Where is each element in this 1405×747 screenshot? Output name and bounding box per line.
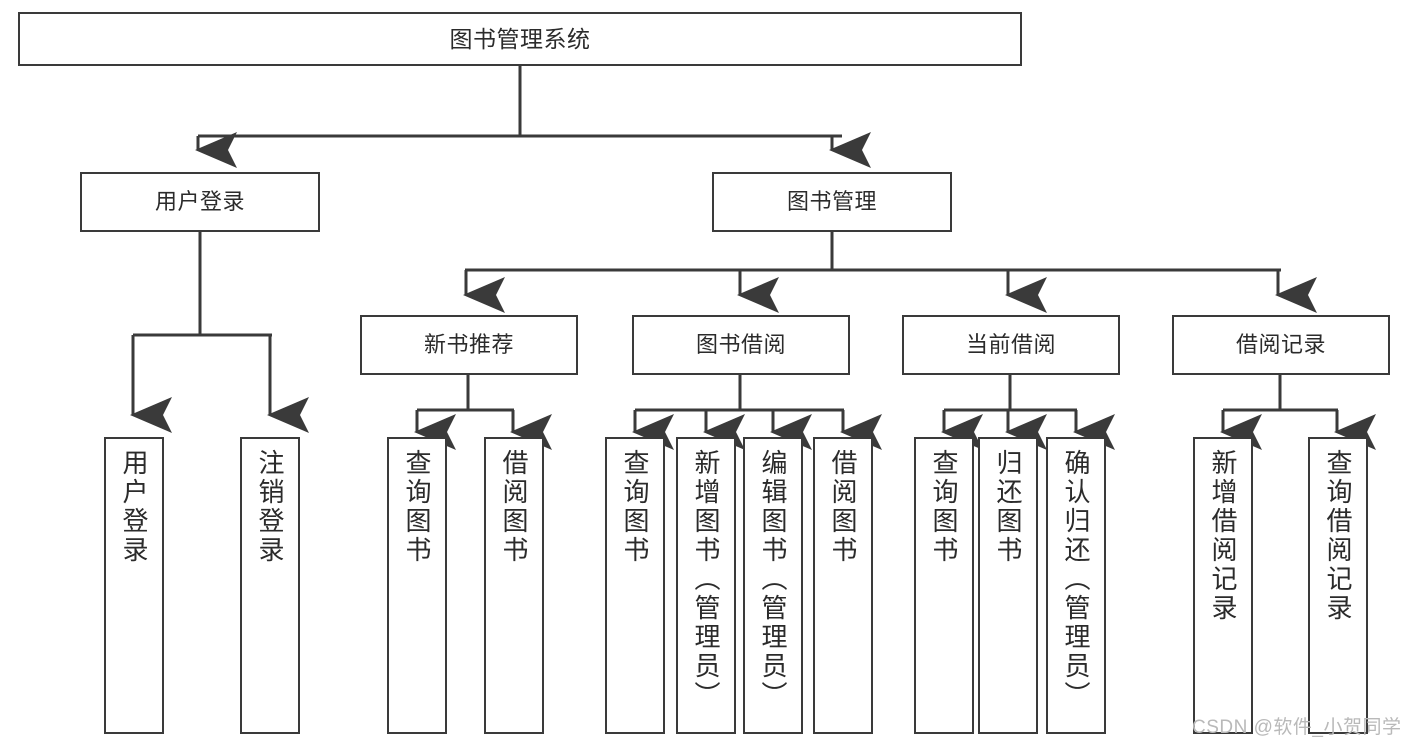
node-label: 新增借阅记录 — [1208, 449, 1238, 623]
node-label: 注销登录 — [255, 449, 285, 565]
node-user-login[interactable]: 用户登录 — [80, 172, 320, 232]
node-borrowing-record[interactable]: 借阅记录 — [1172, 315, 1390, 375]
leaf-query-book-current[interactable]: 查询图书 — [914, 437, 974, 734]
leaf-query-book-borrowing[interactable]: 查询图书 — [605, 437, 665, 734]
csdn-watermark: CSDN @软件_小贺同学 — [1192, 717, 1402, 738]
node-label: 用户登录 — [154, 189, 245, 215]
leaf-borrow-book-recommendation[interactable]: 借阅图书 — [484, 437, 544, 734]
node-label: 图书管理 — [786, 189, 877, 215]
node-label: 查询图书 — [402, 449, 432, 565]
leaf-confirm-return-admin[interactable]: 确认归还（管理员） — [1046, 437, 1106, 734]
leaf-borrow-book-borrowing[interactable]: 借阅图书 — [813, 437, 873, 734]
node-label: 归还图书 — [993, 449, 1023, 565]
node-label: 编辑图书（管理员） — [758, 449, 788, 710]
node-label: 查询图书 — [620, 449, 650, 565]
node-label: 借阅图书 — [828, 449, 858, 565]
node-label: 图书借阅 — [695, 332, 786, 358]
leaf-edit-book-admin[interactable]: 编辑图书（管理员） — [743, 437, 803, 734]
leaf-return-book[interactable]: 归还图书 — [978, 437, 1038, 734]
leaf-query-book-recommendation[interactable]: 查询图书 — [387, 437, 447, 734]
node-label: 新书推荐 — [423, 332, 514, 358]
node-label: 用户登录 — [119, 449, 149, 565]
node-label: 借阅记录 — [1235, 332, 1326, 358]
node-label: 图书管理系统 — [449, 25, 591, 52]
node-label: 当前借阅 — [965, 332, 1056, 358]
node-current-borrowing[interactable]: 当前借阅 — [902, 315, 1120, 375]
node-label: 确认归还（管理员） — [1061, 449, 1091, 710]
leaf-query-borrowing-record[interactable]: 查询借阅记录 — [1308, 437, 1368, 734]
node-root-book-management-system[interactable]: 图书管理系统 — [18, 12, 1022, 66]
leaf-add-borrowing-record[interactable]: 新增借阅记录 — [1193, 437, 1253, 734]
node-book-management[interactable]: 图书管理 — [712, 172, 952, 232]
leaf-user-login[interactable]: 用户登录 — [104, 437, 164, 734]
leaf-logout[interactable]: 注销登录 — [240, 437, 300, 734]
node-label: 新增图书（管理员） — [691, 449, 721, 710]
leaf-add-book-admin[interactable]: 新增图书（管理员） — [676, 437, 736, 734]
node-label: 查询图书 — [929, 449, 959, 565]
node-book-borrowing[interactable]: 图书借阅 — [632, 315, 850, 375]
node-label: 查询借阅记录 — [1323, 449, 1353, 623]
node-new-book-recommendation[interactable]: 新书推荐 — [360, 315, 578, 375]
node-label: 借阅图书 — [499, 449, 529, 565]
